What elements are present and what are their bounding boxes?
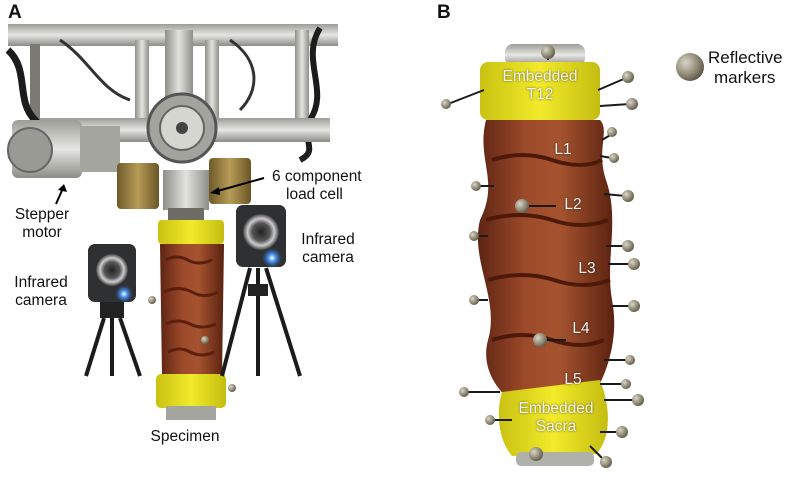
label-stepper-line1: Stepper — [14, 206, 70, 223]
label-infrared-camera-right: Infrared camera — [292, 231, 364, 267]
label-ir-right-line2: camera — [302, 249, 354, 266]
label-load-line2: load cell — [286, 186, 343, 203]
label-l4: L4 — [572, 320, 590, 337]
legend-marker-icon — [676, 53, 704, 81]
label-l5: L5 — [564, 371, 582, 388]
infrared-camera-left — [84, 244, 142, 377]
label-sacra-line2: Sacra — [535, 418, 577, 435]
legend-reflective-markers: Reflective markers — [708, 48, 808, 88]
label-embedded-sacra: Embedded Sacra — [498, 400, 614, 436]
label-l1: L1 — [554, 141, 572, 158]
label-specimen-text: Specimen — [150, 428, 220, 445]
label-t12-line2: T12 — [526, 86, 554, 103]
label-stepper-line2: motor — [22, 224, 62, 241]
infrared-camera-right — [220, 205, 302, 377]
label-load-line1: 6 component — [272, 168, 362, 185]
panel-a-letter: A — [8, 2, 22, 23]
specimen-a — [148, 220, 236, 420]
label-specimen: Specimen — [130, 428, 240, 446]
test-rig-frame — [5, 24, 338, 222]
annotation-arrows — [55, 177, 265, 205]
label-t12-line1: Embedded — [502, 68, 578, 85]
label-ir-left-line2: camera — [15, 292, 67, 309]
legend-line1: Reflective — [708, 48, 783, 67]
label-ir-right-line1: Infrared — [301, 231, 355, 248]
label-stepper-motor: Stepper motor — [6, 206, 78, 242]
reflective-markers — [441, 45, 644, 468]
label-l3: L3 — [578, 260, 596, 277]
label-infrared-camera-left: Infrared camera — [4, 274, 78, 310]
label-load-cell: 6 component load cell — [272, 168, 392, 204]
label-sacra-line1: Embedded — [518, 400, 594, 417]
label-embedded-t12: Embedded T12 — [482, 68, 598, 104]
label-ir-left-line1: Infrared — [14, 274, 68, 291]
panel-b-letter: B — [437, 2, 451, 23]
specimen-b — [477, 44, 615, 466]
legend-line2: markers — [714, 68, 776, 87]
label-l2: L2 — [564, 196, 582, 213]
